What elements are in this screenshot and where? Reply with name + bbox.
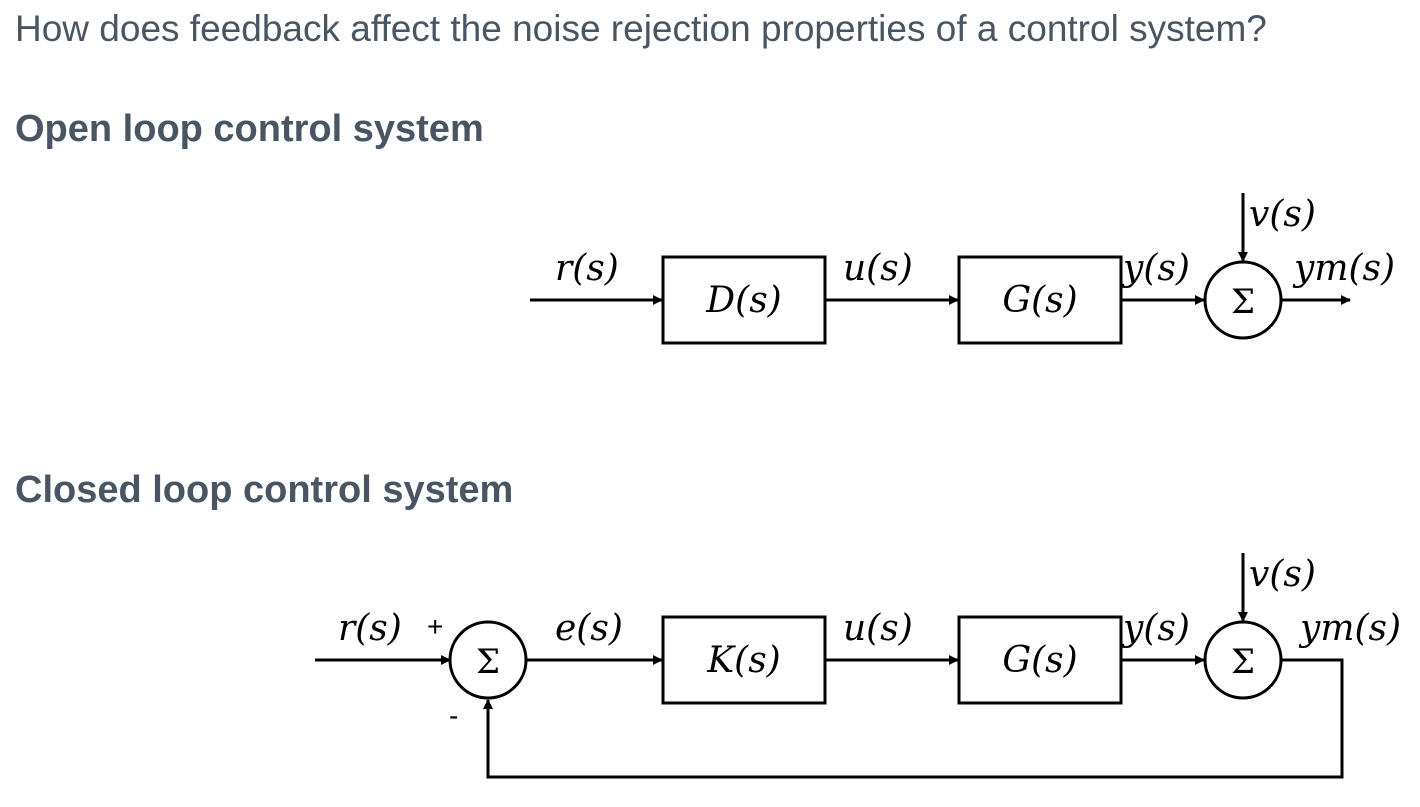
cl-y-label: y(s) — [1121, 608, 1190, 649]
cl-sigma1-icon: Σ — [476, 642, 500, 682]
cl-minus-sign: - — [449, 700, 458, 731]
cl-sigma2-icon: Σ — [1231, 642, 1255, 682]
question-text: How does feedback affect the noise rejec… — [15, 8, 1267, 49]
cl-measured-label: ym(s) — [1298, 608, 1401, 649]
cl-plant-block — [957, 615, 1123, 705]
cl-plus-sign: + — [427, 611, 443, 642]
cl-noise-label: v(s) — [1249, 554, 1316, 595]
cl-controller-block — [661, 615, 827, 705]
ol-sigma-icon: Σ — [1231, 282, 1255, 322]
ol-plant-block — [957, 255, 1123, 345]
closed-loop-heading: Closed loop control system — [15, 469, 514, 511]
ol-u-label: u(s) — [843, 248, 913, 289]
ol-input-label: r(s) — [555, 248, 619, 289]
cl-error-label: e(s) — [555, 608, 623, 649]
cl-u-label: u(s) — [843, 608, 913, 649]
ol-controller-label: D(s) — [705, 280, 781, 321]
open-loop-heading: Open loop control system — [15, 108, 484, 150]
ol-y-label: y(s) — [1121, 248, 1190, 289]
ol-plant-label: G(s) — [1002, 280, 1077, 321]
closed-loop-diagram: r(s) + - Σ e(s) K(s) u(s) G(s) y(s) Σ v(… — [315, 553, 1401, 779]
cl-plant-label: G(s) — [1002, 640, 1077, 681]
ol-measured-label: ym(s) — [1292, 248, 1395, 289]
cl-feedback-path — [483, 658, 1344, 779]
cl-controller-label: K(s) — [706, 640, 780, 681]
ol-noise-label: v(s) — [1249, 194, 1316, 235]
open-loop-diagram: r(s) D(s) u(s) G(s) y(s) Σ v(s) ym(s) — [530, 193, 1395, 345]
cl-input-label: r(s) — [338, 608, 402, 649]
